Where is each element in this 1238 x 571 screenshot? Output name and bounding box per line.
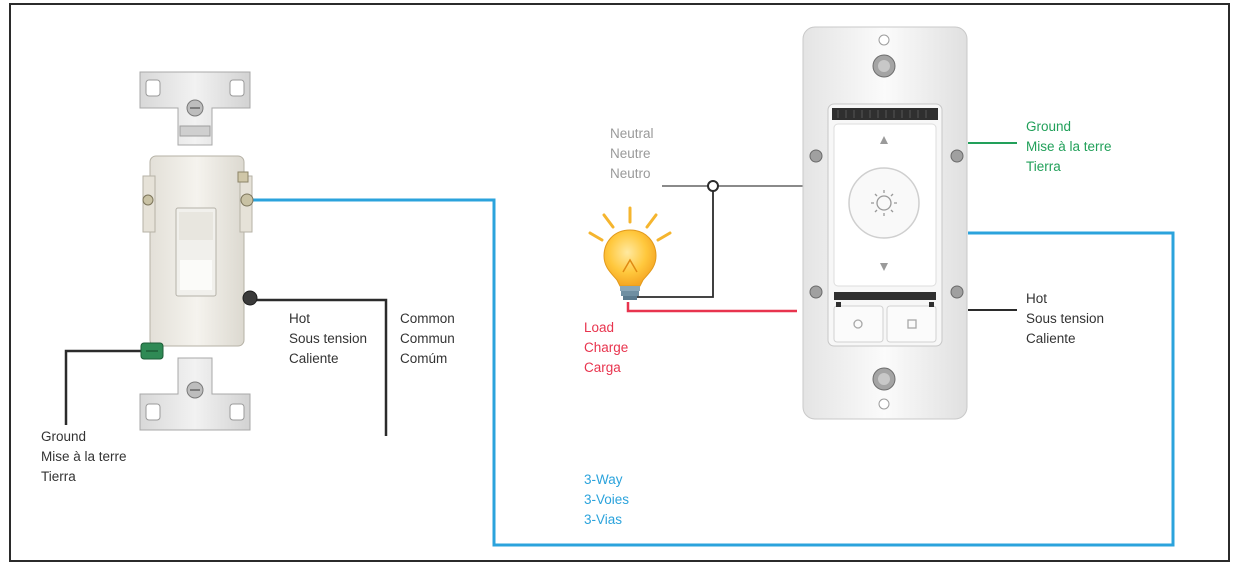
ground-left-label-en: Ground <box>41 429 87 444</box>
hot-right-label-es: Caliente <box>1026 331 1076 346</box>
hot-left-label-es: Caliente <box>289 351 339 366</box>
neutral-label-fr: Neutre <box>610 146 651 161</box>
neutral-label-es: Neutro <box>610 166 651 181</box>
load-label-es: Carga <box>584 360 621 375</box>
hot-right-label: Hot Sous tension Caliente <box>1026 289 1104 349</box>
traveler-wire <box>252 198 1175 547</box>
hot-right-label-fr: Sous tension <box>1026 311 1105 326</box>
neutral-label: Neutral Neutre Neutro <box>610 124 654 184</box>
load-label-fr: Charge <box>584 340 629 355</box>
three-way-label-es: 3-Vias <box>584 512 623 527</box>
left-ground-wire <box>64 349 150 425</box>
toggle-switch-icon <box>139 71 258 431</box>
three-way-label-en: 3-Way <box>584 472 623 487</box>
sun-icon <box>871 190 897 216</box>
three-way-label-fr: 3-Voies <box>584 492 630 507</box>
common-label-en: Common <box>400 311 455 326</box>
common-label-fr: Commun <box>400 331 455 346</box>
common-label: Common Commun Comúm <box>400 309 455 369</box>
ground-left-label: Ground Mise à la terre Tierra <box>41 427 127 487</box>
hot-left-label-fr: Sous tension <box>289 331 368 346</box>
load-label-en: Load <box>584 320 615 335</box>
common-wire <box>256 298 388 436</box>
ground-right-label-es: Tierra <box>1026 159 1061 174</box>
common-label-es: Comúm <box>400 351 448 366</box>
ground-left-label-es: Tierra <box>41 469 76 484</box>
hot-left-label: Hot Sous tension Caliente <box>289 309 367 369</box>
three-way-label: 3-Way 3-Voies 3-Vias <box>584 470 629 530</box>
neutral-label-en: Neutral <box>610 126 654 141</box>
hot-right-label-en: Hot <box>1026 291 1048 306</box>
ground-left-label-fr: Mise à la terre <box>41 449 127 464</box>
wires <box>64 142 1175 547</box>
ground-right-label-fr: Mise à la terre <box>1026 139 1112 154</box>
load-label: Load Charge Carga <box>584 318 628 378</box>
light-bulb-icon <box>588 206 672 300</box>
load-wire <box>626 302 797 313</box>
ground-right-label: Ground Mise à la terre Tierra <box>1026 117 1112 177</box>
smart-dimmer-icon <box>802 26 968 420</box>
neutral-junction <box>707 180 719 192</box>
hot-left-label-en: Hot <box>289 311 311 326</box>
neutral-drop-wire <box>632 186 714 298</box>
ground-right-label-en: Ground <box>1026 119 1072 134</box>
